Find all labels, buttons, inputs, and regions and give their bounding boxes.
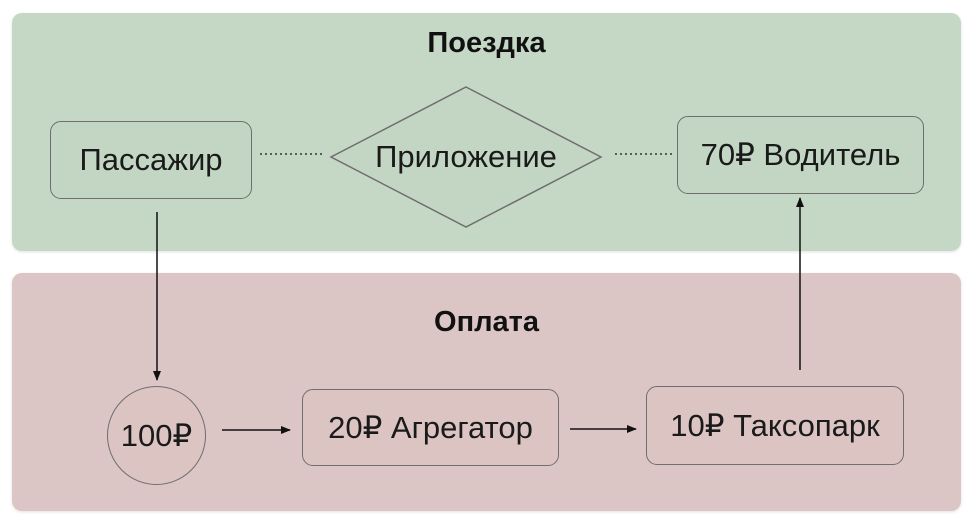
app-node: Приложение: [330, 86, 602, 227]
taxipark-node: 10₽ Таксопарк: [646, 386, 904, 465]
app-diamond-shape: [329, 86, 603, 228]
aggregator-label: 20₽ Агрегатор: [328, 409, 533, 445]
total-node: 100₽: [107, 386, 206, 485]
aggregator-node: 20₽ Агрегатор: [302, 389, 559, 466]
passenger-label: Пассажир: [79, 142, 223, 177]
app-label: Приложение: [375, 138, 557, 174]
driver-node: 70₽ Водитель: [677, 116, 924, 194]
driver-label: 70₽ Водитель: [700, 137, 901, 172]
taxipark-label: 10₽ Таксопарк: [670, 407, 880, 443]
total-label: 100₽: [120, 417, 193, 453]
trip-panel-title: Поездка: [427, 27, 546, 59]
passenger-node: Пассажир: [50, 121, 252, 199]
payment-panel-title: Оплата: [434, 306, 539, 338]
